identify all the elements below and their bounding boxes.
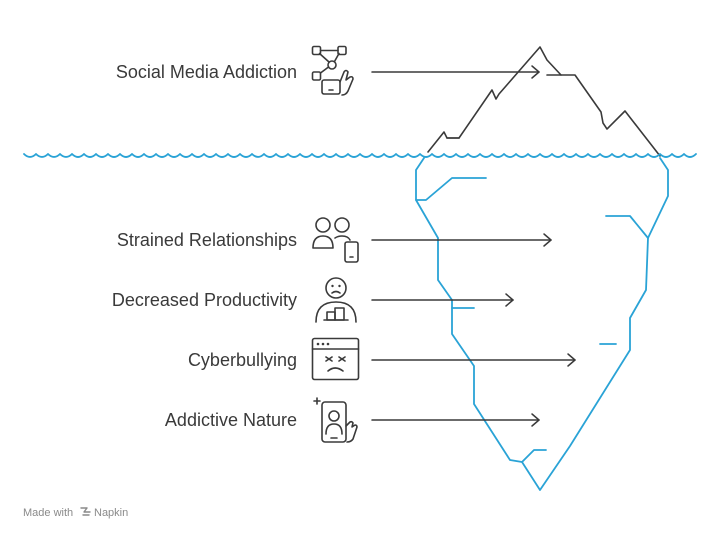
arrow-strained-relationships [371,233,552,247]
arrow-addictive-nature [371,413,540,427]
label-addictive-nature: Addictive Nature [165,410,297,430]
angry-browser-icon [311,337,360,381]
water-line [23,153,697,158]
sad-person-icon [315,277,357,323]
arrow-cyberbullying [371,353,576,367]
iceberg-tip [427,46,661,157]
footer-made-with: Made with [23,507,73,519]
hand-phone-icon [313,397,358,443]
iceberg-body [415,157,669,491]
network-hand-icon [311,45,354,96]
arrow-decreased-productivity [371,293,514,307]
arrows [371,65,576,427]
napkin-logo-icon [80,507,91,516]
label-decreased-productivity: Decreased Productivity [112,290,297,310]
footer-brand[interactable]: Napkin [94,507,128,519]
label-social-media-addiction: Social Media Addiction [116,62,297,82]
label-strained-relationships: Strained Relationships [117,230,297,250]
footer: Made with Napkin [23,507,128,519]
arrow-social-media-addiction [371,65,540,79]
label-cyberbullying: Cyberbullying [188,350,297,370]
people-phone-icon [312,217,359,263]
